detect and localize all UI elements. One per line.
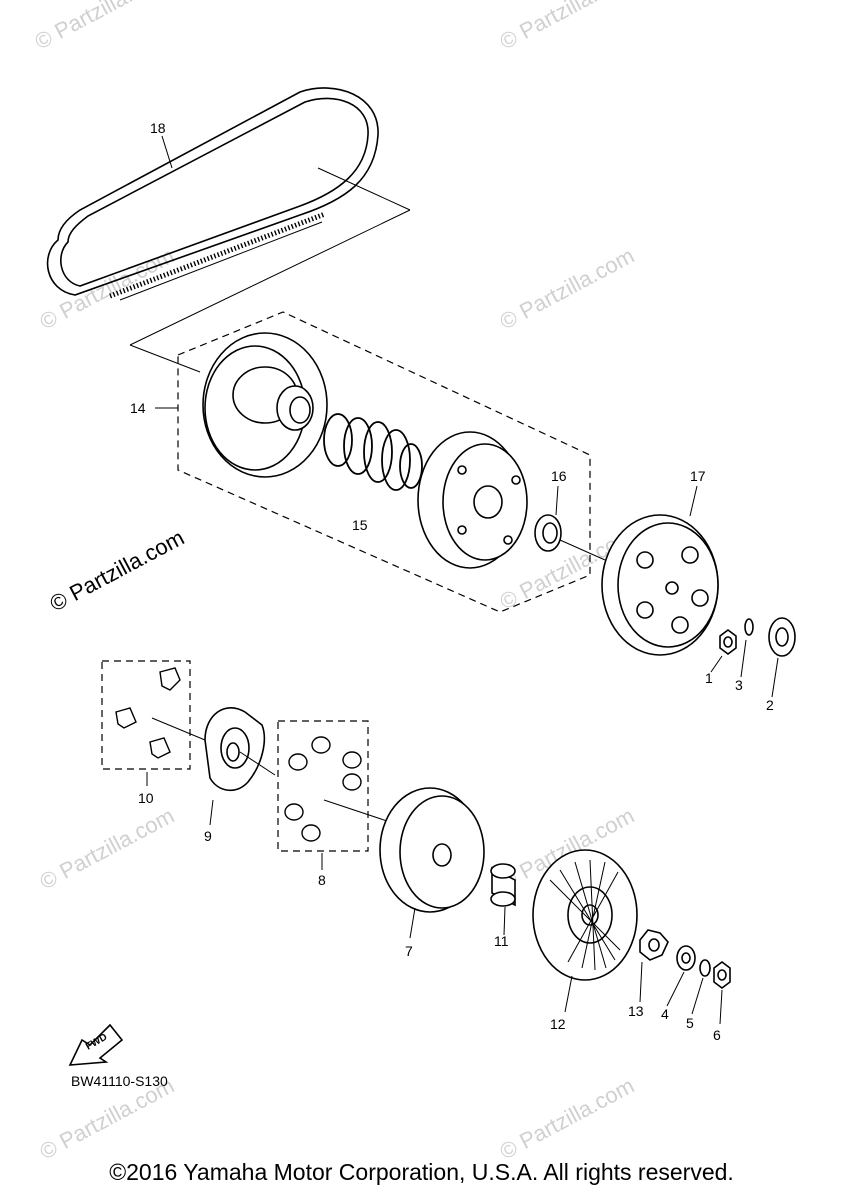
callout-2: 2 (766, 697, 774, 713)
callout-16: 16 (551, 468, 567, 484)
callout-3: 3 (735, 677, 743, 693)
callout-9: 9 (204, 828, 212, 844)
clutch-nut (534, 485, 562, 552)
compression-spring (323, 413, 423, 491)
secondary-sheave (202, 332, 328, 478)
callout-10: 10 (138, 790, 154, 806)
callout-13: 13 (628, 1003, 644, 1019)
callout-14: 14 (130, 400, 146, 416)
callout-8: 8 (318, 872, 326, 888)
nut-washer-bearing (710, 617, 796, 698)
v-belt (46, 87, 411, 301)
watermark: © Partzilla.com (36, 803, 179, 895)
weight-roller-set (277, 720, 391, 870)
primary-fixed-sheave (532, 849, 638, 1013)
clutch-housing (559, 485, 719, 656)
watermark-prominent: © Partzilla.com (46, 525, 189, 617)
callout-18: 18 (150, 120, 166, 136)
watermark: © Partzilla.com (36, 243, 179, 335)
watermark: © Partzilla.com (496, 1073, 639, 1165)
callout-6: 6 (713, 1027, 721, 1043)
copyright-notice: ©2016 Yamaha Motor Corporation, U.S.A. A… (109, 1159, 734, 1185)
primary-sliding-sheave (379, 787, 485, 939)
callout-17: 17 (690, 468, 706, 484)
callout-1: 1 (705, 670, 713, 686)
fwd-arrow-icon: FWD (68, 1023, 124, 1066)
diagram-code: BW41110-S130 (71, 1073, 168, 1089)
callout-labels: 18 14 15 16 17 1 3 2 10 9 8 7 11 12 13 4… (130, 120, 774, 1043)
callout-5: 5 (686, 1015, 694, 1031)
clutch-carrier (417, 431, 528, 569)
callout-12: 12 (550, 1016, 566, 1032)
watermark-layer: © Partzilla.com © Partzilla.com © Partzi… (31, 0, 639, 1164)
slider-set (101, 660, 206, 786)
callout-11: 11 (494, 933, 509, 949)
callout-7: 7 (405, 943, 413, 959)
watermark: © Partzilla.com (496, 0, 639, 54)
secondary-sheave-assembly (129, 209, 591, 613)
watermark: © Partzilla.com (31, 0, 174, 54)
callout-4: 4 (661, 1006, 669, 1022)
collar (490, 863, 516, 936)
cam-plate (204, 707, 276, 826)
washers-and-nut (639, 929, 731, 1025)
watermark: © Partzilla.com (496, 243, 639, 335)
callout-15: 15 (352, 517, 368, 533)
